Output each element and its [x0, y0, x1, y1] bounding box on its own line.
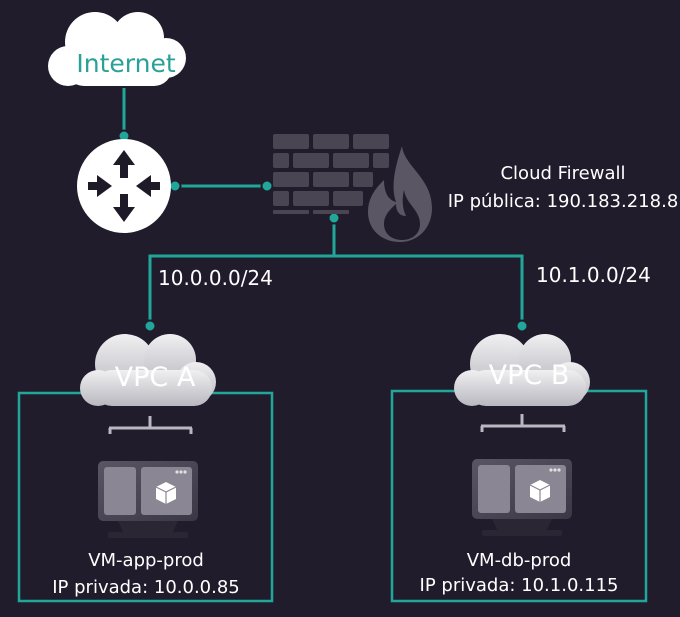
link-to-vpc-b: [334, 254, 524, 326]
vm-a-name: VM-app-prod: [88, 550, 204, 571]
vpc-a-bus: [108, 416, 193, 434]
vm-a-ip: IP privada: 10.0.0.85: [52, 577, 240, 598]
dot-firewall-left: [260, 179, 274, 193]
server-monitor-icon: [98, 461, 198, 538]
firewall-brick-icon: [273, 134, 389, 214]
vm-b-ip: IP privada: 10.1.0.115: [420, 575, 619, 596]
router-icon: [77, 139, 171, 233]
vpc-b-bus: [480, 414, 566, 432]
vpc-a-group: VPC A VM-app-prod IP privada: 10.0.0.85: [17, 334, 274, 603]
vm-b-name: VM-db-prod: [467, 550, 572, 571]
dot-vpc-b: [515, 319, 529, 333]
internet-label: Internet: [76, 49, 175, 78]
subnet-a-label: 10.0.0.0/24: [158, 266, 273, 290]
flame-icon: [368, 146, 432, 242]
firewall-title: Cloud Firewall: [500, 163, 625, 184]
vpc-b-group: VPC B VM-db-prod IP privada: 10.1.0.115: [390, 334, 648, 603]
connection-dots: [117, 129, 529, 333]
dot-firewall-bottom: [327, 211, 341, 225]
subnet-b-label: 10.1.0.0/24: [536, 263, 651, 287]
server-monitor-icon: [472, 459, 572, 536]
cloud-icon: [454, 334, 590, 406]
link-to-vpc-a: [148, 254, 334, 326]
vpc-a-label: VPC A: [115, 362, 196, 393]
cloud-icon: [48, 12, 186, 86]
vpc-b-label: VPC B: [489, 360, 570, 391]
cloud-icon: [80, 334, 216, 406]
firewall-public-ip: IP pública: 190.183.218.8: [448, 191, 679, 212]
dot-router-right: [168, 179, 182, 193]
dot-vpc-a: [143, 319, 157, 333]
